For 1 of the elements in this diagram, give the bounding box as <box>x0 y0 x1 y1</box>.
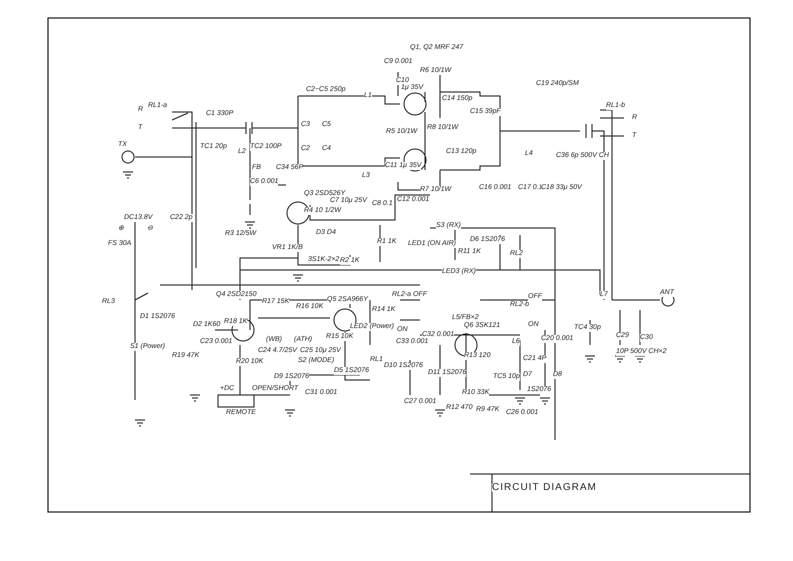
drawing-title: CIRCUIT DIAGRAM <box>492 484 597 492</box>
